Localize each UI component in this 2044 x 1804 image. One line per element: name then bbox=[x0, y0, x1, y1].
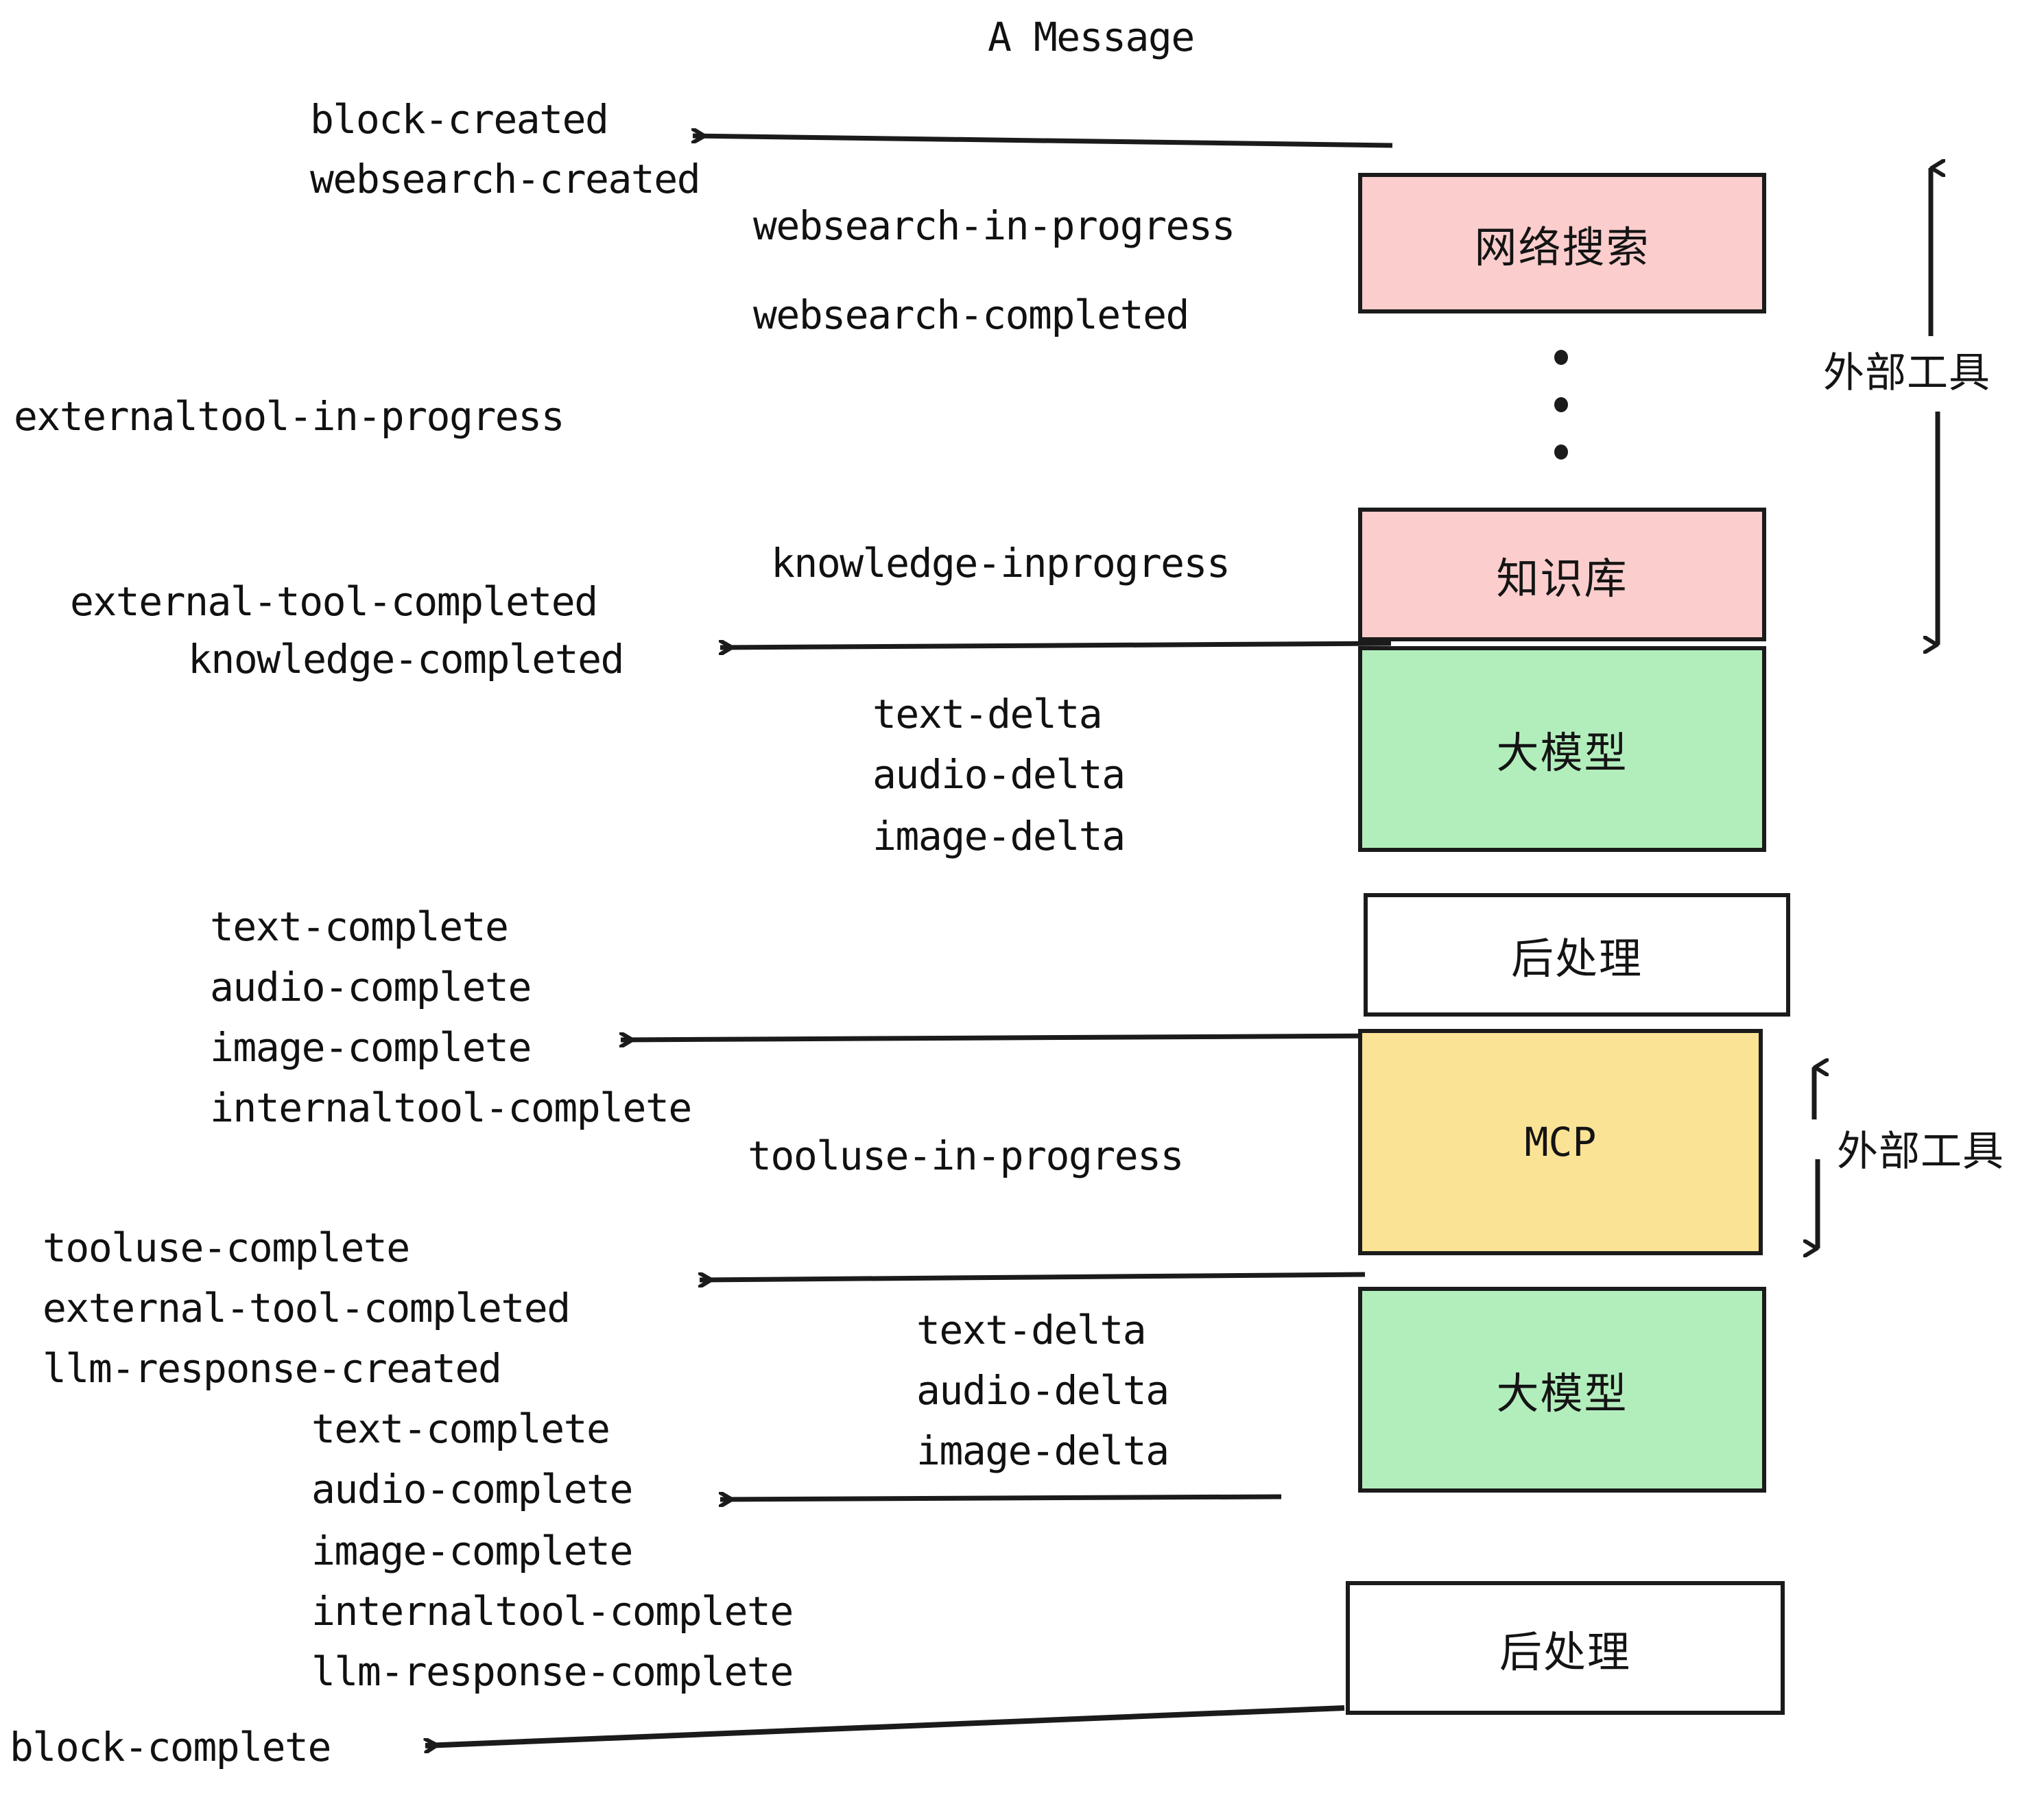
event-image-complete-2: image-complete bbox=[311, 1528, 633, 1574]
external-tools-range-top bbox=[1931, 168, 1938, 645]
event-text-delta-2: text-delta bbox=[916, 1307, 1147, 1353]
event-block-created: block-created bbox=[310, 96, 609, 143]
event-image-delta-2: image-delta bbox=[916, 1427, 1169, 1474]
node-knowledge[interactable]: 知识库 bbox=[1358, 508, 1766, 641]
event-knowledge-inprogress: knowledge-inprogress bbox=[771, 540, 1231, 586]
dot-1 bbox=[1554, 350, 1568, 365]
event-internaltool-complete-2: internaltool-complete bbox=[311, 1588, 794, 1635]
arrow-image-complete bbox=[621, 1036, 1390, 1040]
event-externaltool-in-progress: externaltool-in-progress bbox=[14, 393, 565, 440]
event-audio-delta-1: audio-delta bbox=[872, 751, 1126, 798]
event-text-delta-1: text-delta bbox=[872, 691, 1103, 737]
event-websearch-completed: websearch-completed bbox=[753, 292, 1189, 338]
label-external-tools-bottom: 外部工具 bbox=[1837, 1128, 2004, 1176]
arrow-audio-complete bbox=[720, 1497, 1282, 1499]
arrow-block-complete bbox=[425, 1705, 1345, 1746]
node-mcp[interactable]: MCP bbox=[1358, 1029, 1763, 1255]
external-tools-range-bottom bbox=[1814, 1067, 1818, 1248]
event-external-tool-completed-1: external-tool-completed bbox=[70, 578, 598, 625]
arrow-tooluse-complete bbox=[700, 1272, 1366, 1280]
dot-3 bbox=[1554, 444, 1568, 460]
event-audio-delta-2: audio-delta bbox=[916, 1367, 1169, 1414]
arrow-knowledge-completed bbox=[720, 643, 1392, 648]
event-image-complete-1: image-complete bbox=[210, 1024, 532, 1071]
event-audio-complete-2: audio-complete bbox=[311, 1466, 633, 1512]
event-websearch-in-progress: websearch-in-progress bbox=[753, 202, 1235, 249]
event-llm-response-created: llm-response-created bbox=[43, 1345, 502, 1392]
event-llm-response-complete: llm-response-complete bbox=[311, 1648, 794, 1695]
node-postprocess-bottom[interactable]: 后处理 bbox=[1346, 1581, 1785, 1715]
ellipsis-dots bbox=[1554, 350, 1569, 460]
event-tooluse-in-progress: tooluse-in-progress bbox=[748, 1132, 1184, 1179]
event-text-complete-2: text-complete bbox=[311, 1405, 610, 1452]
event-tooluse-complete: tooluse-complete bbox=[43, 1224, 410, 1271]
event-image-delta-1: image-delta bbox=[872, 813, 1126, 859]
dot-2 bbox=[1554, 397, 1568, 412]
event-websearch-created: websearch-created bbox=[310, 156, 701, 202]
node-llm-bottom[interactable]: 大模型 bbox=[1358, 1287, 1766, 1493]
event-knowledge-completed: knowledge-completed bbox=[188, 636, 624, 683]
node-websearch[interactable]: 网络搜索 bbox=[1358, 173, 1766, 313]
label-external-tools-top: 外部工具 bbox=[1823, 349, 1990, 397]
arrow-websearch-created bbox=[693, 136, 1393, 148]
event-text-complete-1: text-complete bbox=[210, 903, 509, 950]
event-internaltool-complete-1: internaltool-complete bbox=[210, 1084, 692, 1131]
node-postprocess-top[interactable]: 后处理 bbox=[1364, 893, 1790, 1017]
event-block-complete: block-complete bbox=[10, 1724, 331, 1770]
node-llm-top[interactable]: 大模型 bbox=[1358, 646, 1766, 852]
page-title: A Message bbox=[988, 14, 1195, 60]
event-audio-complete-1: audio-complete bbox=[210, 964, 532, 1010]
event-external-tool-completed-2: external-tool-completed bbox=[43, 1285, 571, 1331]
